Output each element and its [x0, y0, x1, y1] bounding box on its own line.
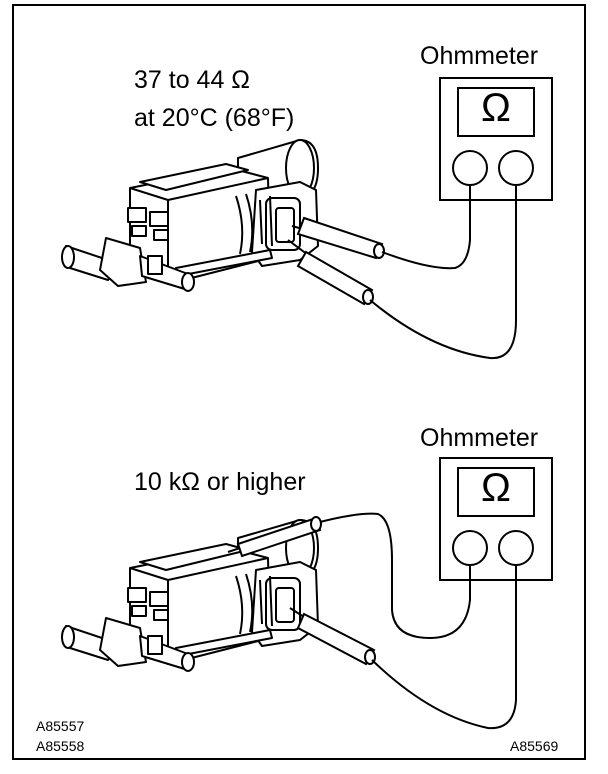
top-ohmmeter-label: Ohmmeter	[420, 42, 539, 70]
top-ohm-symbol: Ω	[481, 86, 511, 130]
bottom-ohm-symbol: Ω	[481, 466, 511, 510]
top-probe-2	[287, 185, 517, 360]
figure-frame	[12, 4, 586, 760]
top-spec-resistance: 37 to 44 Ω	[134, 66, 250, 94]
bottom-ohmmeter-label: Ohmmeter	[420, 424, 539, 452]
bottom-spec-resistance: 10 kΩ or higher	[134, 468, 306, 496]
bottom-probe-1	[227, 512, 471, 640]
top-probe-1	[291, 185, 471, 270]
top-solenoid-valve	[61, 139, 319, 292]
figure-code-left-2: A85558	[36, 738, 85, 754]
figure-code-left-1: A85557	[36, 718, 85, 734]
figure-code-right: A85569	[510, 738, 559, 754]
top-spec-temperature: at 20°C (68°F)	[134, 104, 295, 132]
bottom-probe-2	[289, 565, 517, 730]
